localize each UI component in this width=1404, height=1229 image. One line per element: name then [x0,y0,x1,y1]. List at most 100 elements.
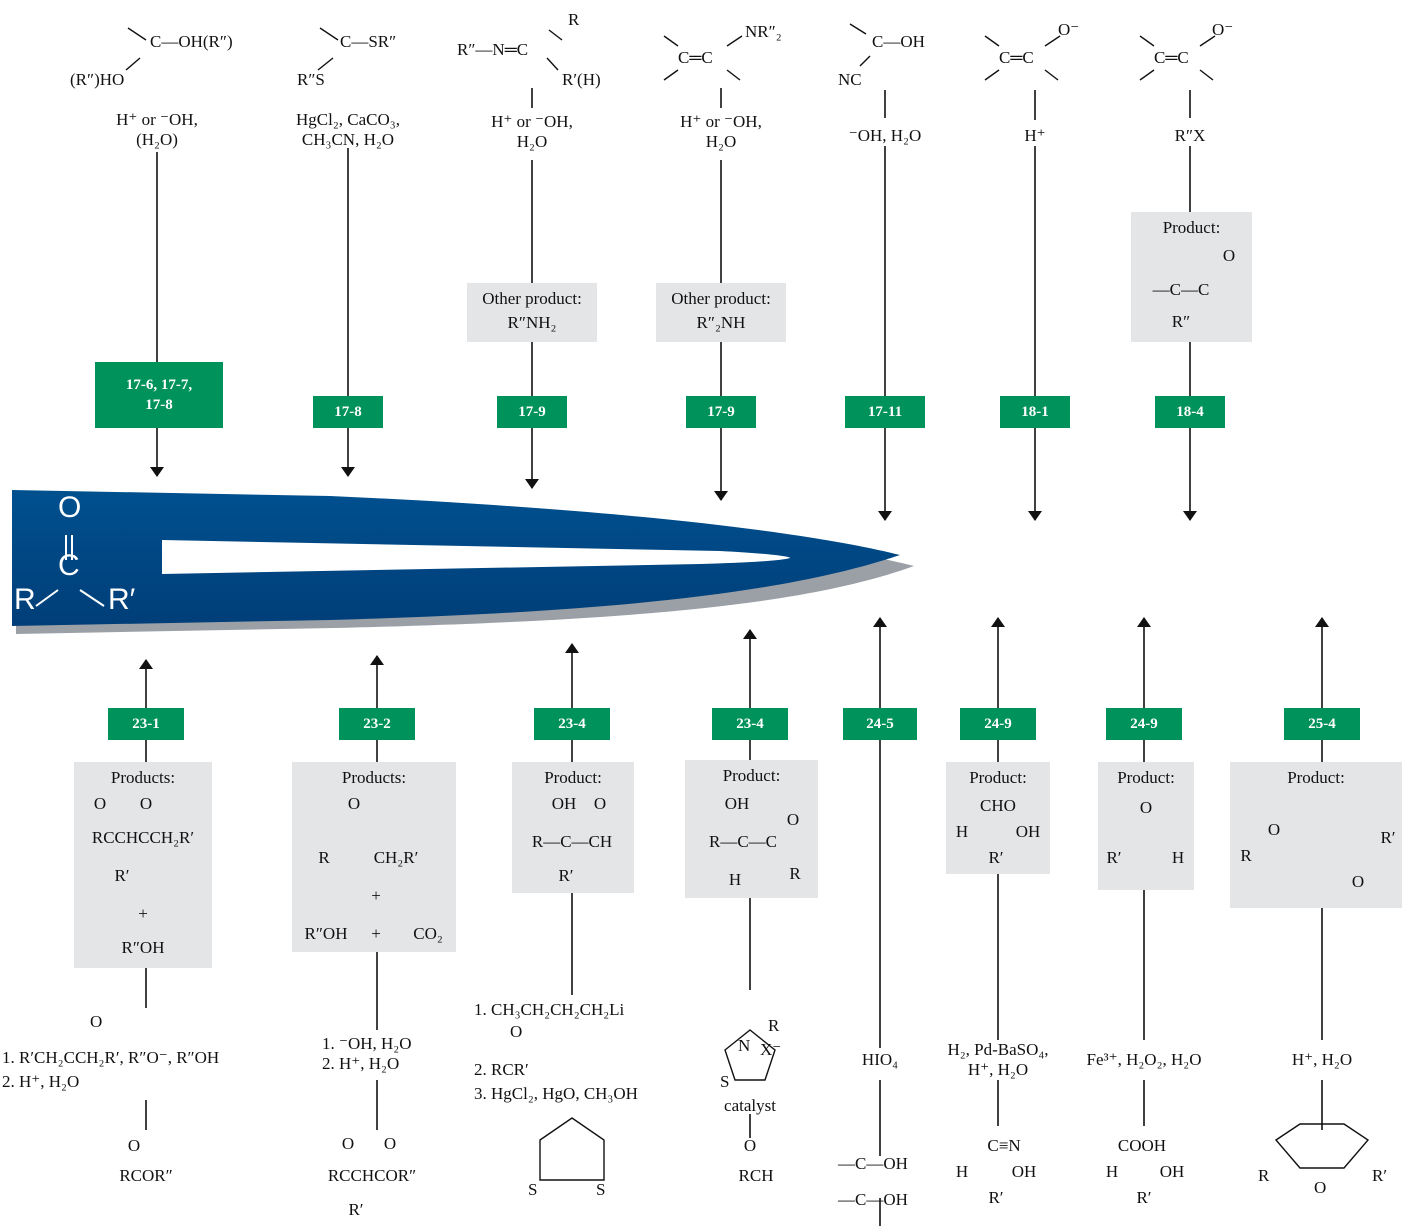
t2-start-left: R″S [297,70,325,89]
central-r-label: R [14,583,36,616]
t7-badge: 18-4 [1155,396,1225,428]
b3-start-s1: S [528,1180,538,1199]
b3-reagent-o: O [510,1022,523,1041]
b4-main: R—C—C [708,832,778,851]
b4-reagent-s: S [720,1072,730,1091]
b2-reagent-2: 2. H⁺, H₂O [322,1054,400,1073]
b2-product-box: Products: O R CH₂R′ + R″OH + CO₂ [292,762,456,952]
t3-start-r: R [568,10,580,29]
b5-reagent: HIO₄ [861,1050,899,1070]
funnel-slot [162,540,790,574]
t5-badge: 17-11 [845,396,925,428]
t7-product-title: Product: [1162,218,1221,237]
t3-start-main: R″—N═C [457,40,529,59]
b1-start: RCOR″ [119,1166,173,1185]
b2-reagent-1: 1. ⁻OH, H₂O [322,1034,412,1053]
b8-r2: R′ [1380,828,1396,847]
b2-badge: 23-2 [339,708,415,740]
t3-other-box: Other product: R″NH₂ [467,283,597,342]
b1-reagent-2: 2. H⁺, H₂O [2,1072,80,1091]
b8-badge: 25-4 [1284,708,1360,740]
t5-start-nc: NC [838,70,862,89]
b3-badge: 23-4 [534,708,610,740]
b3-main: R—C—CH [531,832,613,851]
t4-start-nr: NR″₂ [745,22,782,41]
t1-badge: 17-6, 17-7,17-8 [95,362,223,428]
t5-start-main: C—OH [872,32,925,51]
b8-product-box: Product: O R R′ O [1230,762,1402,908]
t3-other: R″NH₂ [507,313,557,332]
b7-start-h: H [1105,1162,1119,1181]
b7-start-oh: OH [1159,1162,1185,1181]
b1-main: RCCHCCH₂R′ [91,828,195,847]
b3-box-title: Product: [544,768,602,787]
b3-product-box: Product: OH O R—C—CH R′ [512,762,634,893]
b1-start-o: O [127,1136,141,1155]
b5-start-1: —C—OH [838,1154,908,1173]
b4-reagent-catalyst: catalyst [724,1096,776,1115]
t7-product-box: Product: O —C—C R″ [1131,212,1252,342]
b7-r: R′ [1106,848,1122,867]
b1-o2: O [139,794,153,813]
b2-plus2: + [371,924,381,943]
b4-o: O [786,810,800,829]
b4-h: H [728,870,742,889]
t7-start-o: O⁻ [1212,20,1234,39]
b8-start-r2: R′ [1372,1166,1388,1185]
t1-start-right: C—OH(R″) [150,32,233,51]
t4-other-box: Other product: R″₂NH [656,283,786,342]
b4-box-title: Product: [722,766,781,785]
b8-reagent: H⁺, H₂O [1291,1050,1353,1070]
b1-reagent-o: O [90,1012,103,1031]
b6-cho: CHO [980,796,1016,815]
t1-start-left: (R″)HO [70,70,125,89]
b3-reagent-1: 1. CH₃CH₂CH₂CH₂Li [474,1000,625,1019]
b6-start-h: H [955,1162,969,1181]
b2-box-title: Products: [341,768,407,787]
b2-plus1: + [371,886,381,905]
b1-r: R′ [114,866,130,885]
b6-box-title: Product: [969,768,1027,787]
b1-plus: + [138,904,148,923]
b8-o2: O [1351,872,1365,891]
b3-o: O [593,794,607,813]
b4-badge: 23-4 [712,708,788,740]
t7-product-main: —C—C [1152,280,1210,299]
b6-badge: 24-9 [960,708,1036,740]
t4-other: R″₂NH [696,313,746,332]
t4-reagent: H⁺ or ⁻OH,H₂O [680,112,762,151]
central-r2-label: R′ [108,583,136,616]
b4-r: R [789,864,801,883]
b2-start-o1: O [341,1134,355,1153]
b7-reagent: Fe³⁺, H₂O₂, H₂O [1086,1050,1202,1070]
b7-start-cooh: COOH [1117,1136,1167,1155]
t3-reagent: H⁺ or ⁻OH,H₂O [491,112,573,151]
b6-r: R′ [988,848,1004,867]
b3-oh: OH [551,794,577,813]
b8-start-o: O [1314,1178,1327,1197]
b2-start-r: R′ [348,1200,364,1219]
b8-start-r: R [1258,1166,1270,1185]
b4-reagent-r: R [768,1016,780,1035]
b1-box-title: Products: [110,768,176,787]
b6-oh: OH [1015,822,1041,841]
t3-start-rh: R′(H) [562,70,601,89]
t6-reagent: H⁺ [1024,126,1046,145]
b6-start-r: R′ [988,1188,1004,1207]
b2-co2: CO₂ [413,924,443,943]
b7-product-box: Product: O R′ H [1098,762,1194,890]
b4-start-o: O [743,1136,757,1155]
b6-reagent-2: H⁺, H₂O [967,1060,1029,1079]
b2-start-o2: O [383,1134,397,1153]
t3-other-title: Other product: [482,289,582,308]
b8-r: R [1240,846,1252,865]
t7-product-r: R″ [1171,312,1191,331]
b2-roh: R″OH [304,924,348,943]
b6-h: H [955,822,969,841]
b8-box-title: Product: [1287,768,1345,787]
t1-reagent: H⁺ or ⁻OH,(H₂O) [116,110,198,149]
b3-start-s2: S [596,1180,606,1199]
b4-product-box: Product: OH O R—C—C H R [685,760,818,898]
b2-r: R [318,848,330,867]
